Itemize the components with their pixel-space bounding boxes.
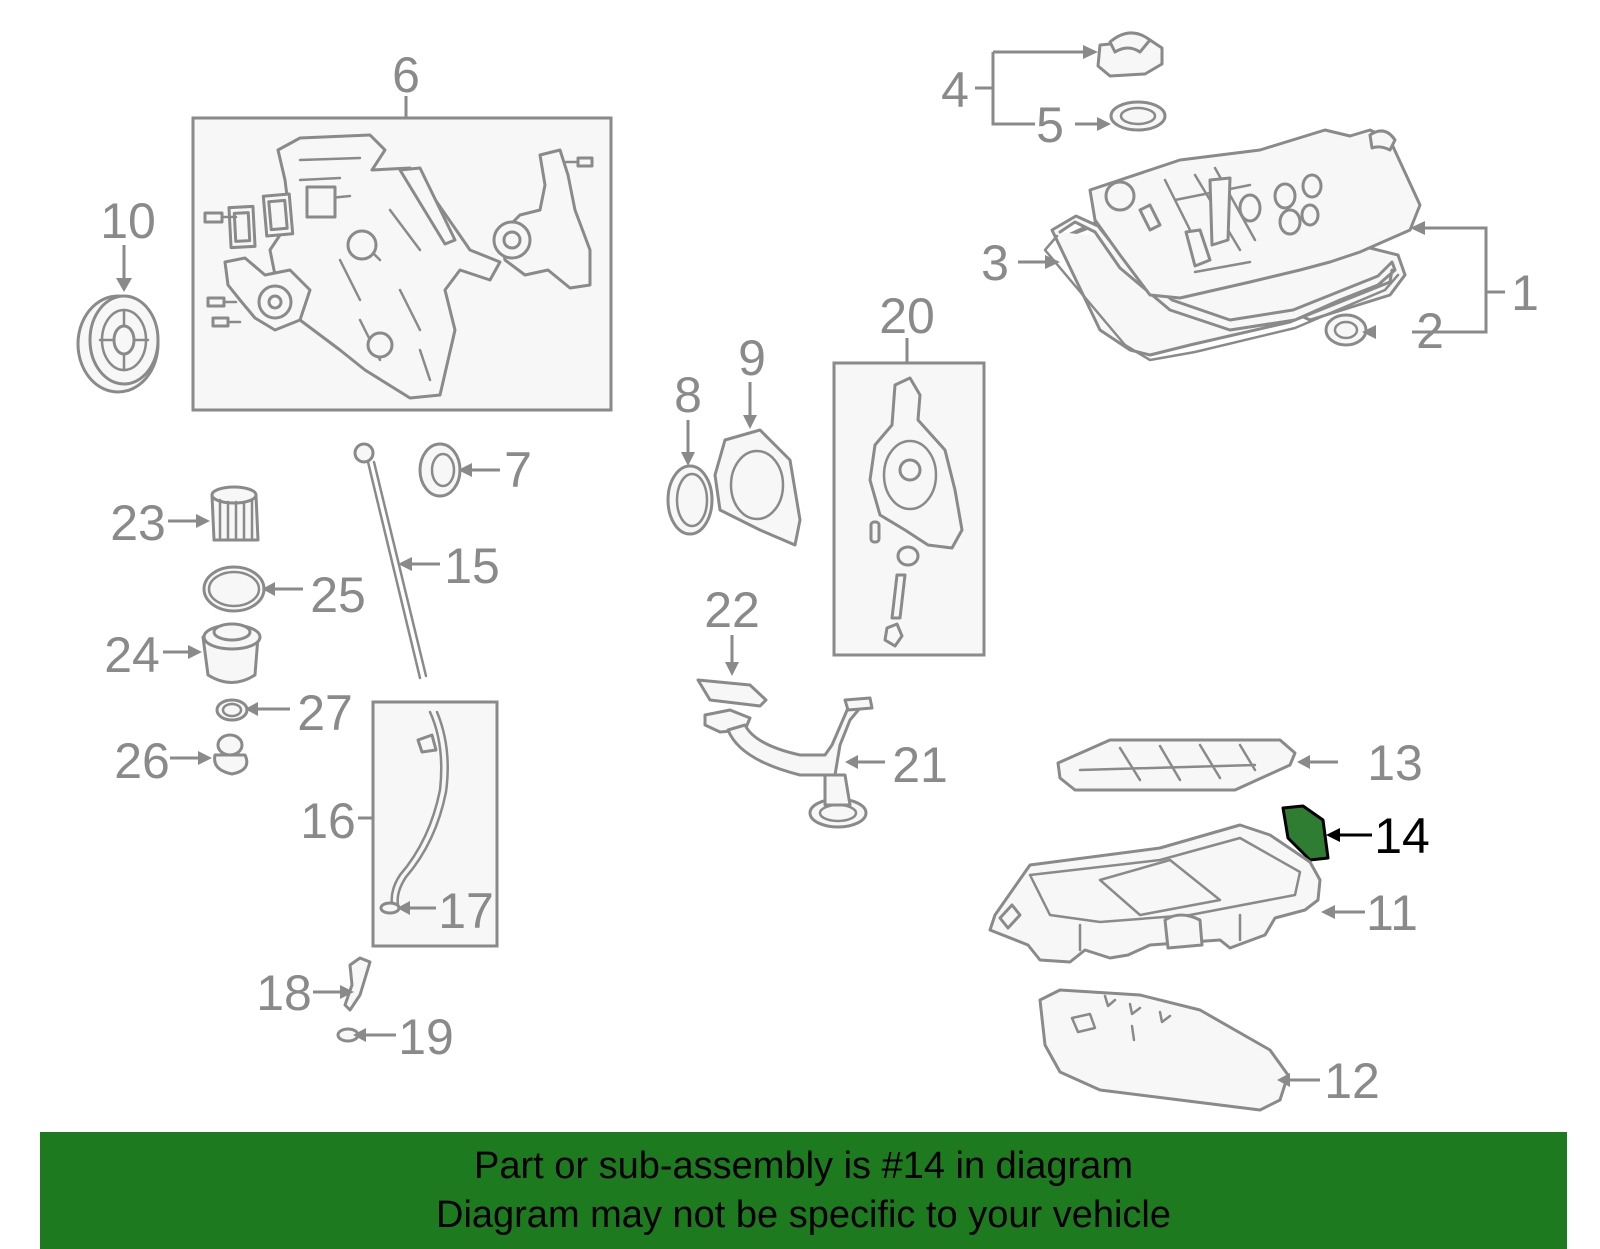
callout-16: 16	[300, 793, 356, 849]
callout-4: 4	[941, 62, 969, 118]
callout-10: 10	[100, 193, 156, 249]
callout-13: 13	[1367, 735, 1423, 791]
oil-pan-upper-drawing	[988, 823, 1322, 964]
baffle-drawing	[1056, 738, 1297, 792]
oil-pump-drawing	[868, 376, 964, 648]
callout-17: 17	[438, 883, 494, 939]
banner-line-1: Part or sub-assembly is #14 in diagram	[474, 1145, 1133, 1187]
callout-24: 24	[104, 627, 160, 683]
banner-line-2: Diagram may not be specific to your vehi…	[436, 1194, 1171, 1236]
seal-7-drawing	[418, 442, 462, 498]
callout-22: 22	[704, 582, 760, 638]
timing-cover-drawing	[203, 133, 594, 400]
callout-3: 3	[981, 235, 1009, 291]
strainer-drawing	[696, 678, 874, 829]
valve-cover-drawing	[1043, 128, 1422, 362]
oil-filter-drawing	[201, 485, 266, 776]
callout-8: 8	[674, 367, 702, 423]
callout-25: 25	[310, 567, 366, 623]
crank-pulley-drawing	[76, 294, 160, 394]
filler-cap-drawing	[1096, 31, 1167, 132]
callout-27: 27	[297, 685, 353, 741]
callout-12: 12	[1324, 1053, 1380, 1109]
callout-11: 11	[1366, 885, 1418, 941]
callout-14: 14	[1374, 808, 1430, 864]
callout-6: 6	[392, 47, 420, 103]
info-banner: Part or sub-assembly is #14 in diagram D…	[40, 1132, 1567, 1249]
callout-7: 7	[504, 442, 532, 498]
oil-pan-lower-drawing	[1038, 988, 1290, 1112]
callout-1: 1	[1511, 265, 1539, 321]
callout-21: 21	[892, 737, 948, 793]
rear-seal-drawing	[666, 428, 802, 547]
callout-18: 18	[256, 965, 312, 1021]
callout-26: 26	[114, 733, 170, 789]
callout-9: 9	[738, 330, 766, 386]
callout-20: 20	[879, 288, 935, 344]
dipstick-tube-drawing	[353, 442, 428, 680]
callout-5: 5	[1036, 97, 1064, 153]
part-14-highlighted	[1281, 804, 1330, 862]
callout-15: 15	[444, 538, 500, 594]
callout-19: 19	[398, 1009, 454, 1065]
callout-23: 23	[110, 495, 166, 551]
